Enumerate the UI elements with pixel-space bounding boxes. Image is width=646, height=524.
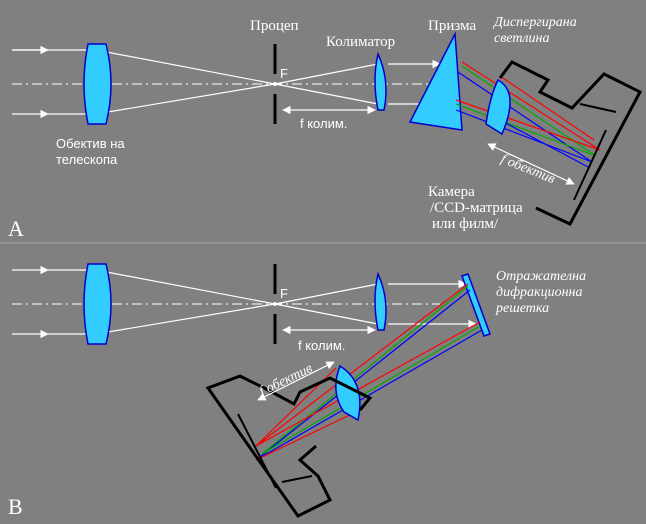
camera-lens-a [485,78,511,136]
prism-label: Призма [428,18,476,34]
prism [408,31,463,131]
telescope-lens-a [83,43,112,125]
dispersed-light-label-1: Диспергирана [492,15,577,30]
ccd-plane-b [237,413,277,489]
panel-a [12,31,643,226]
grating-label-2: дифракционна [496,285,582,300]
camera-label-1: Камера [428,184,475,200]
ray-converge-bottom-a [95,83,276,115]
slit-label: Процеп [250,18,299,34]
camera-slot-a1 [579,103,617,113]
f-colim-label-b: f колим. [298,338,345,353]
grating-label-1: Отражателна [496,269,586,284]
dispersed-rays-b [255,283,483,461]
camera-housing-a [498,60,643,226]
collimator-lens-a [374,51,387,111]
ray-diverge-top-a [274,63,379,85]
panel-label-a: A [8,216,24,241]
panel-b [12,263,491,518]
ccd-plane-a [573,129,607,201]
collimator-label: Колиматор [326,34,395,50]
dispersed-rays-a [455,61,601,169]
f-obj-label-a: f обектив [499,152,557,187]
ray-converge-top-a [95,49,276,85]
grating-label-3: решетка [495,301,549,316]
focus-point-a [273,82,277,86]
objective-label-1: Обектив на [56,136,125,151]
focus-point-b [273,302,277,306]
camera-slot-b1 [281,475,313,483]
ray-converge-top-b [95,269,276,305]
f-colim-label-a: f колим. [300,116,347,131]
ray-diverge-bottom-b [274,303,379,325]
focus-label-a: F [280,66,288,81]
telescope-lens-b [83,263,112,345]
ray-diverge-top-b [274,283,379,305]
ray-converge-bottom-b [95,303,276,335]
diffraction-grating [461,273,491,337]
f-obj-label-b: f обектив [257,361,315,399]
ray-diverge-bottom-a [274,83,379,105]
panel-label-b: B [8,494,23,519]
f-obj-dimension-b [257,361,335,401]
camera-label-2: /CCD-матрица [430,200,523,216]
camera-label-3: или филм/ [432,216,499,232]
f-obj-dimension-a [487,143,575,185]
focus-label-b: F [280,286,288,301]
dispersed-light-label-2: светлина [494,31,549,46]
collimator-lens-b [374,271,387,331]
objective-label-2: телескопа [56,152,118,167]
